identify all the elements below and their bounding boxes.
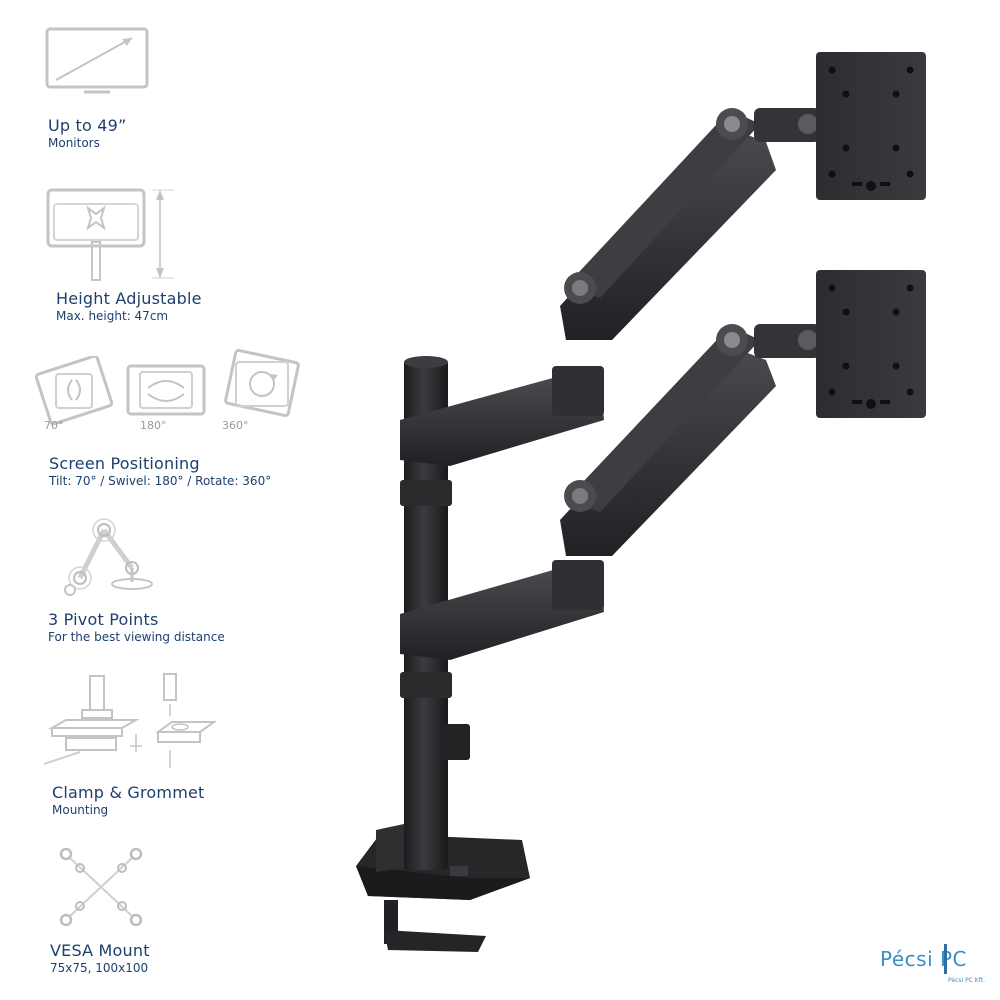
brand-watermark: Pécsi PC Pécsi PC Kft.	[880, 944, 985, 984]
feature-subtitle: Tilt: 70° / Swivel: 180° / Rotate: 360°	[49, 474, 272, 488]
brand-name: Pécsi PC	[880, 947, 967, 971]
vesa-pattern-icon	[59, 847, 143, 926]
feature-pivot: 3 Pivot Points For the best viewing dist…	[48, 610, 225, 644]
feature-title: Up to 49”	[48, 116, 127, 135]
swivel-icon	[126, 364, 206, 416]
feature-title: Height Adjustable	[56, 289, 202, 308]
feature-vesa: VESA Mount 75x75, 100x100	[50, 941, 150, 975]
feature-subtitle: Monitors	[48, 136, 100, 150]
tilt-icon	[34, 356, 114, 426]
feature-positioning: Screen Positioning Tilt: 70° / Swivel: 1…	[49, 454, 271, 488]
brand-tagline: Pécsi PC Kft.	[948, 977, 985, 984]
tilt-angle-label: 70°	[44, 419, 64, 432]
feature-title: Clamp & Grommet	[52, 783, 205, 802]
clamp-grommet-icon	[43, 673, 216, 768]
rotate-icon	[224, 348, 300, 418]
feature-title: VESA Mount	[50, 941, 150, 960]
feature-title: 3 Pivot Points	[48, 610, 159, 629]
feature-monitor-size: Up to 49” Monitors	[48, 116, 127, 150]
dual-monitor-arm-image	[356, 52, 926, 952]
feature-subtitle: Max. height: 47cm	[56, 309, 169, 323]
feature-subtitle: Mounting	[52, 803, 109, 817]
feature-subtitle: 75x75, 100x100	[50, 961, 149, 975]
feature-title: Screen Positioning	[49, 454, 200, 473]
feature-height: Height Adjustable Max. height: 47cm	[56, 289, 202, 323]
monitor-size-icon	[45, 27, 149, 94]
swivel-angle-label: 180°	[140, 419, 167, 432]
pivot-points-icon	[64, 518, 153, 596]
feature-subtitle: For the best viewing distance	[48, 630, 225, 644]
rotate-angle-label: 360°	[222, 419, 249, 432]
feature-mounting: Clamp & Grommet Mounting	[52, 783, 205, 817]
height-adjust-icon	[46, 188, 174, 281]
